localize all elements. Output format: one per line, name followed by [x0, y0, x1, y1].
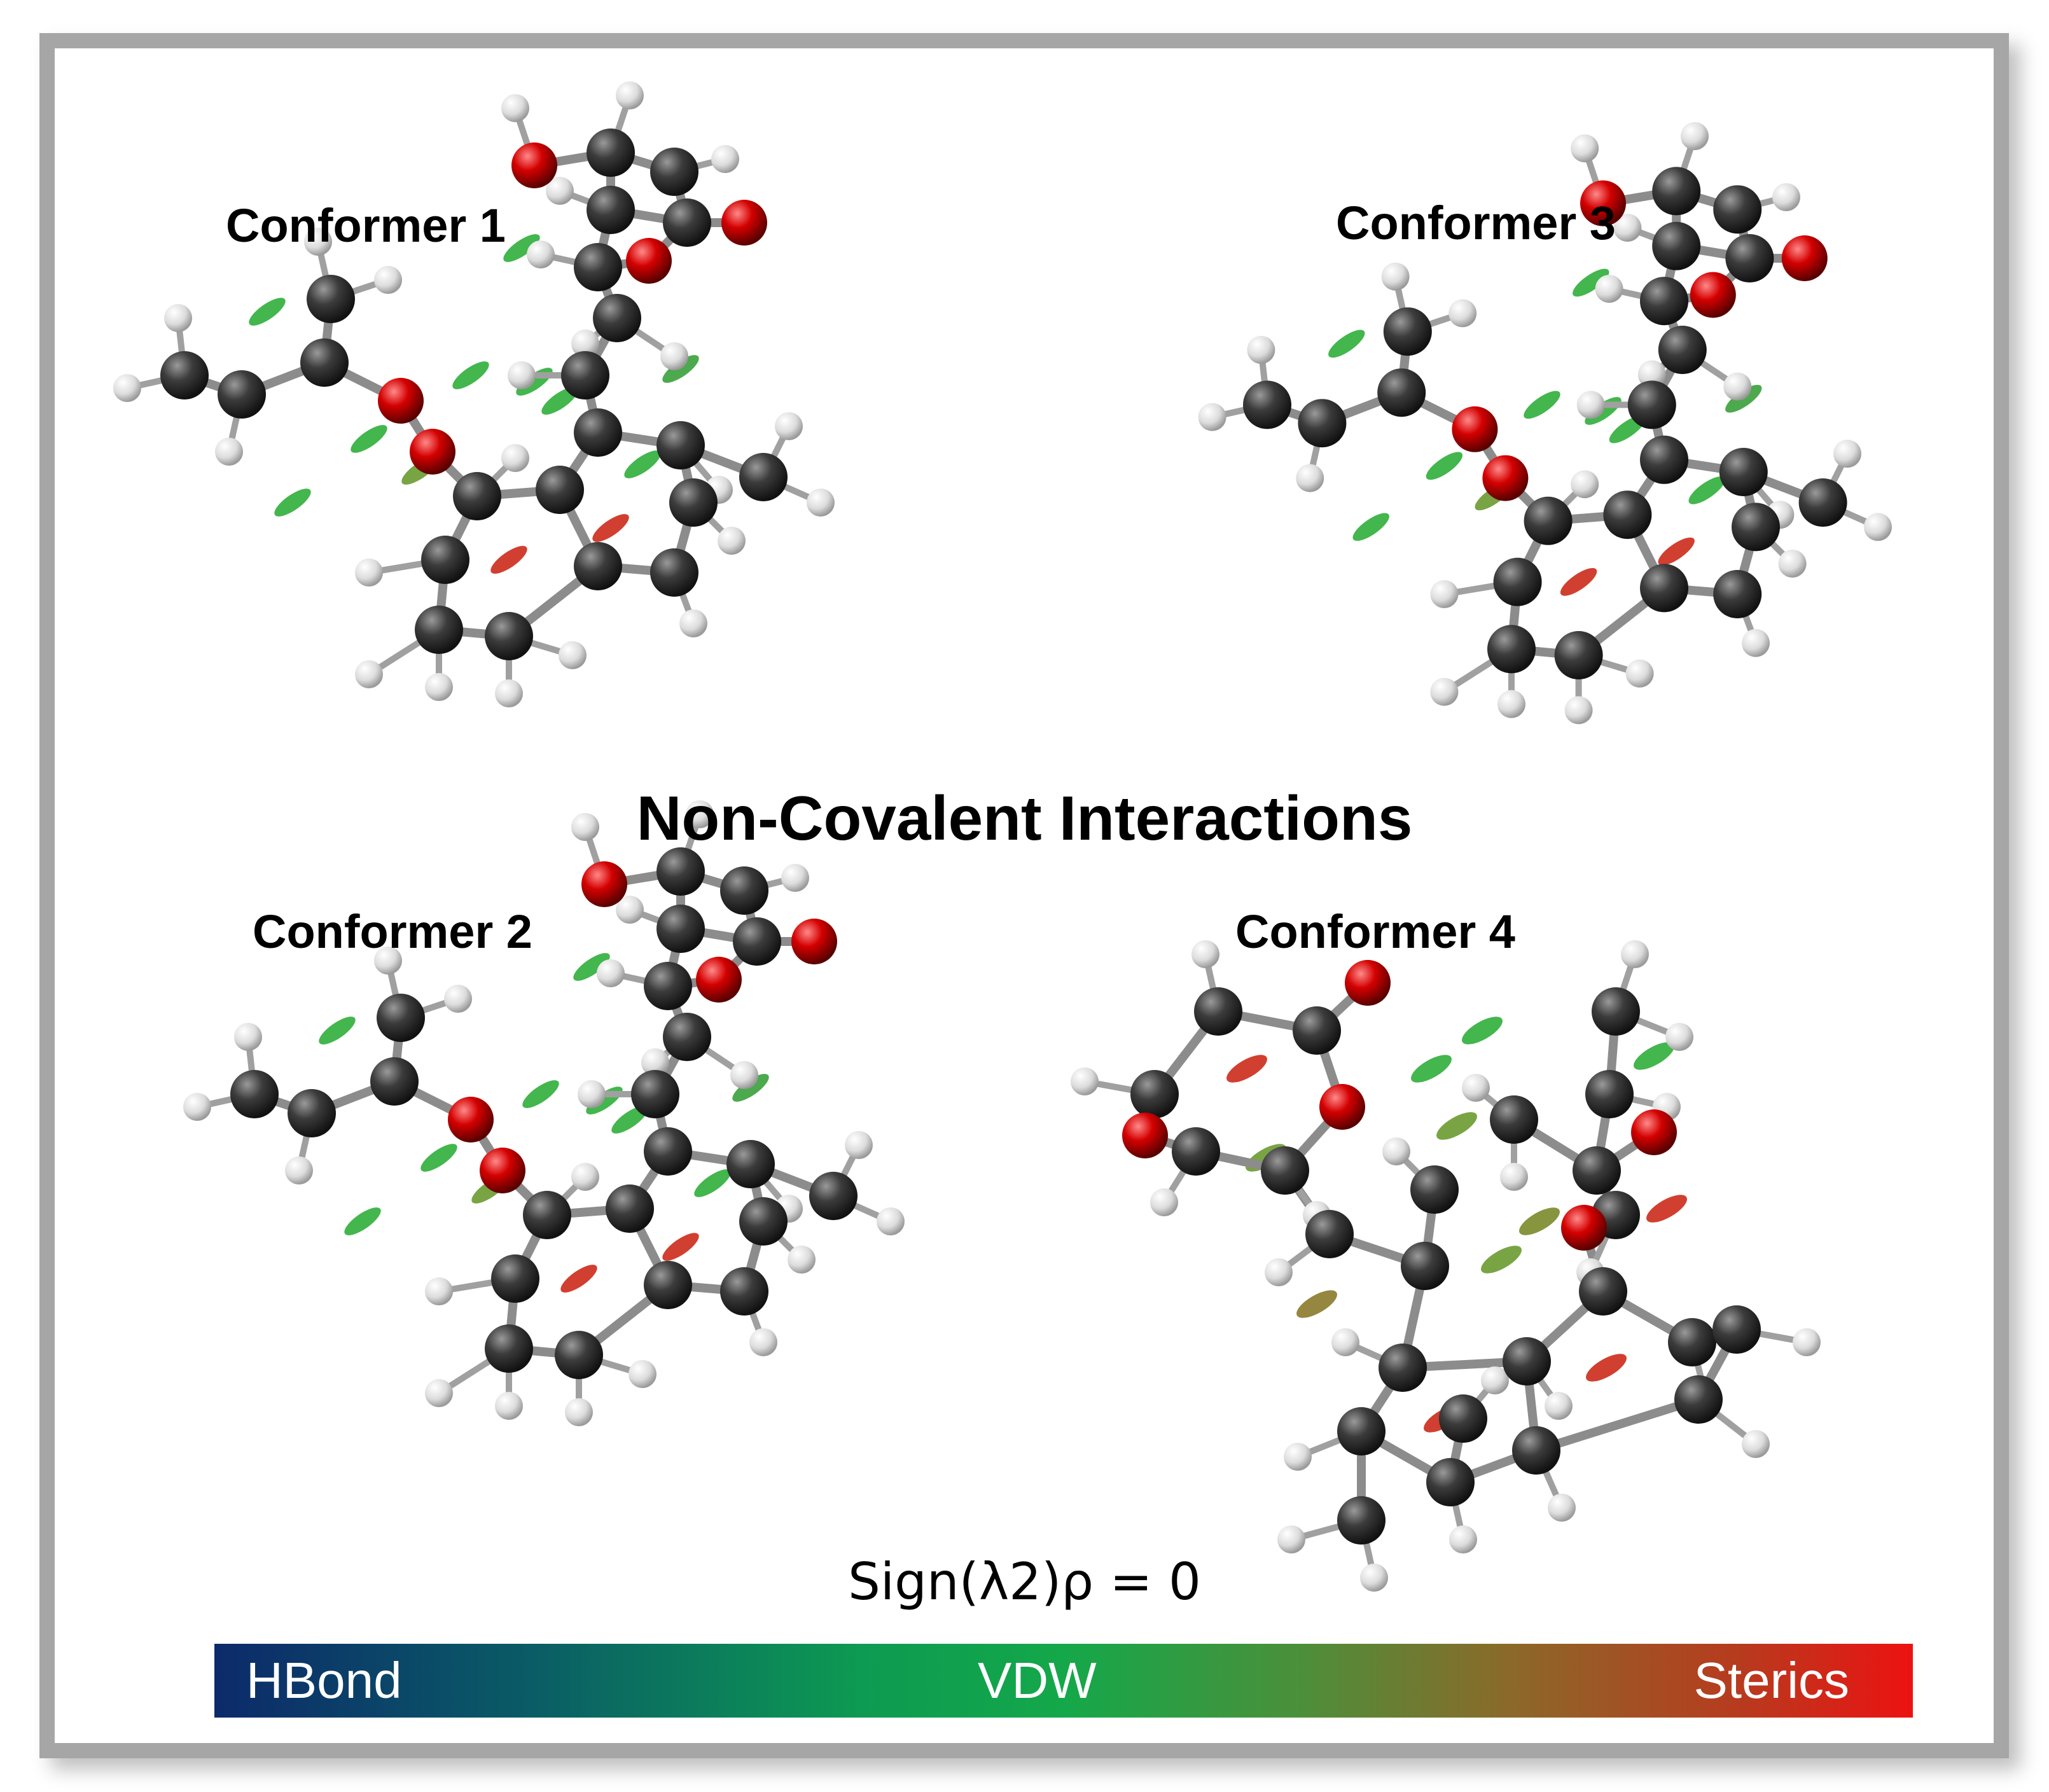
nci-colorbar: HBond VDW Sterics — [214, 1644, 1913, 1718]
colorbar-label-vdw: VDW — [978, 1652, 1097, 1709]
colorbar-label-sterics: Sterics — [1693, 1652, 1850, 1709]
conformer-2-label: Conformer 2 — [253, 905, 532, 958]
figure-frame — [39, 33, 2009, 1758]
colorbar-label-hbond: HBond — [246, 1652, 402, 1709]
conformer-4-label: Conformer 4 — [1235, 905, 1515, 958]
figure-title: Non-Covalent Interactions — [636, 783, 1413, 853]
conformer-3-label: Conformer 3 — [1336, 197, 1616, 249]
conformer-1-label: Conformer 1 — [226, 199, 506, 252]
isosurface-formula: Sign(λ2)ρ = 0 — [848, 1552, 1201, 1611]
